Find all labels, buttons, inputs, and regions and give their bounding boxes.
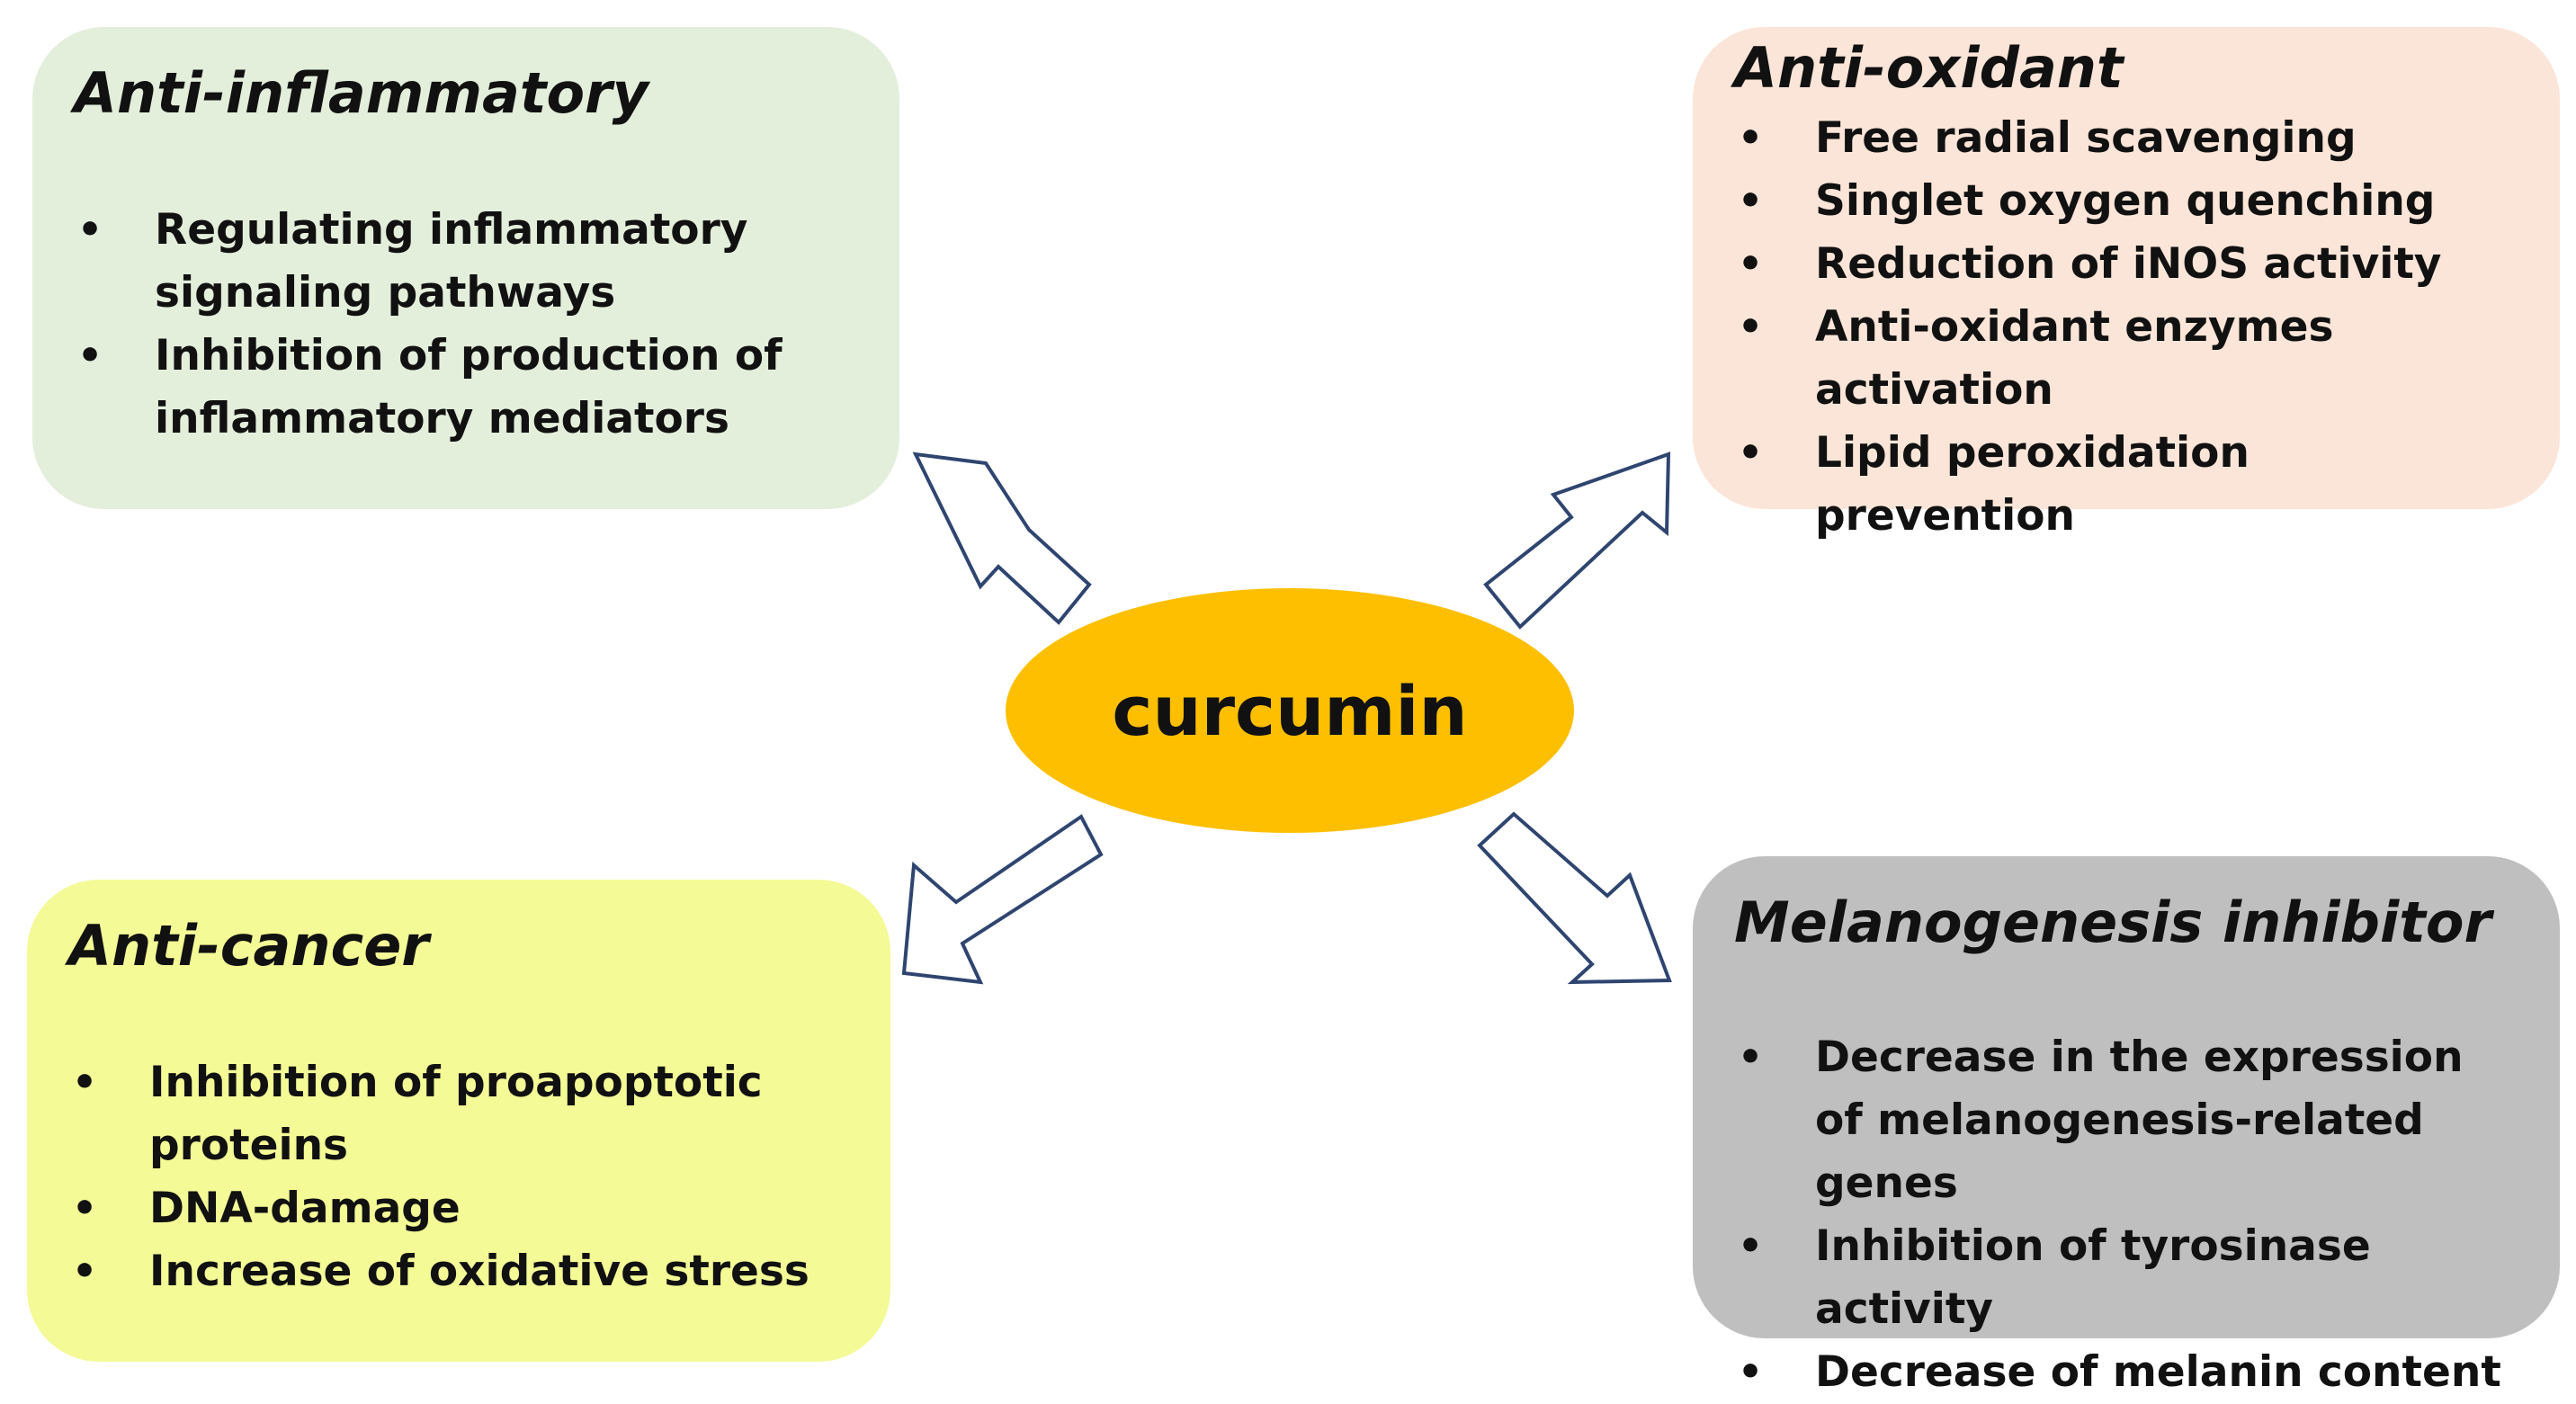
arrow-to-anti-inflammatory <box>912 452 1092 625</box>
list-item: Inhibition of proapoptotic proteins <box>68 1051 849 1177</box>
anti-cancer-list: Inhibition of proapoptotic proteins DNA-… <box>68 1051 849 1303</box>
curcumin-label: curcumin <box>1112 670 1468 751</box>
list-item: DNA-damage <box>68 1177 849 1240</box>
arrow-to-anti-oxidant <box>1483 452 1671 630</box>
list-item: Singlet oxygen quenching <box>1734 170 2518 233</box>
list-item: Lipid peroxidation prevention <box>1734 422 2518 548</box>
melanogenesis-inhibitor-title: Melanogenesis inhibitor <box>1734 890 2492 955</box>
list-item: Increase of oxidative stress <box>68 1240 849 1303</box>
list-item: Regulating inflammatory signaling pathwa… <box>74 199 858 325</box>
melanogenesis-inhibitor-list: Decrease in the expression of melanogene… <box>1734 1026 2518 1404</box>
anti-inflammatory-list: Regulating inflammatory signaling pathwa… <box>74 199 858 451</box>
list-item: Decrease in the expression of melanogene… <box>1734 1026 2518 1215</box>
anti-inflammatory-title: Anti-inflammatory <box>74 60 649 126</box>
list-item: Decrease of melanin content <box>1734 1341 2518 1404</box>
list-item: Free radial scavenging <box>1734 107 2518 170</box>
list-item: Anti-oxidant enzymes activation <box>1734 296 2518 422</box>
curcumin-node: curcumin <box>1006 588 1574 833</box>
anti-inflammatory-box: Anti-inflammatory Regulating inflammator… <box>32 27 899 509</box>
list-item: Inhibition of tyrosinase activity <box>1734 1215 2518 1341</box>
melanogenesis-inhibitor-box: Melanogenesis inhibitor Decrease in the … <box>1693 856 2560 1404</box>
anti-cancer-title: Anti-cancer <box>68 913 429 979</box>
list-item: Inhibition of production of inflammatory… <box>74 325 858 451</box>
anti-oxidant-list: Free radial scavenging Singlet oxygen qu… <box>1734 107 2518 548</box>
list-item: Reduction of iNOS activity <box>1734 233 2518 296</box>
anti-oxidant-box: Anti-oxidant Free radial scavenging Sing… <box>1693 27 2560 541</box>
arrow-to-anti-cancer <box>901 814 1104 985</box>
anti-cancer-box: Anti-cancer Inhibition of proapoptotic p… <box>27 880 890 1362</box>
anti-oxidant-title: Anti-oxidant <box>1734 35 2124 101</box>
arrow-to-melanogenesis-inhibitor <box>1477 811 1672 985</box>
